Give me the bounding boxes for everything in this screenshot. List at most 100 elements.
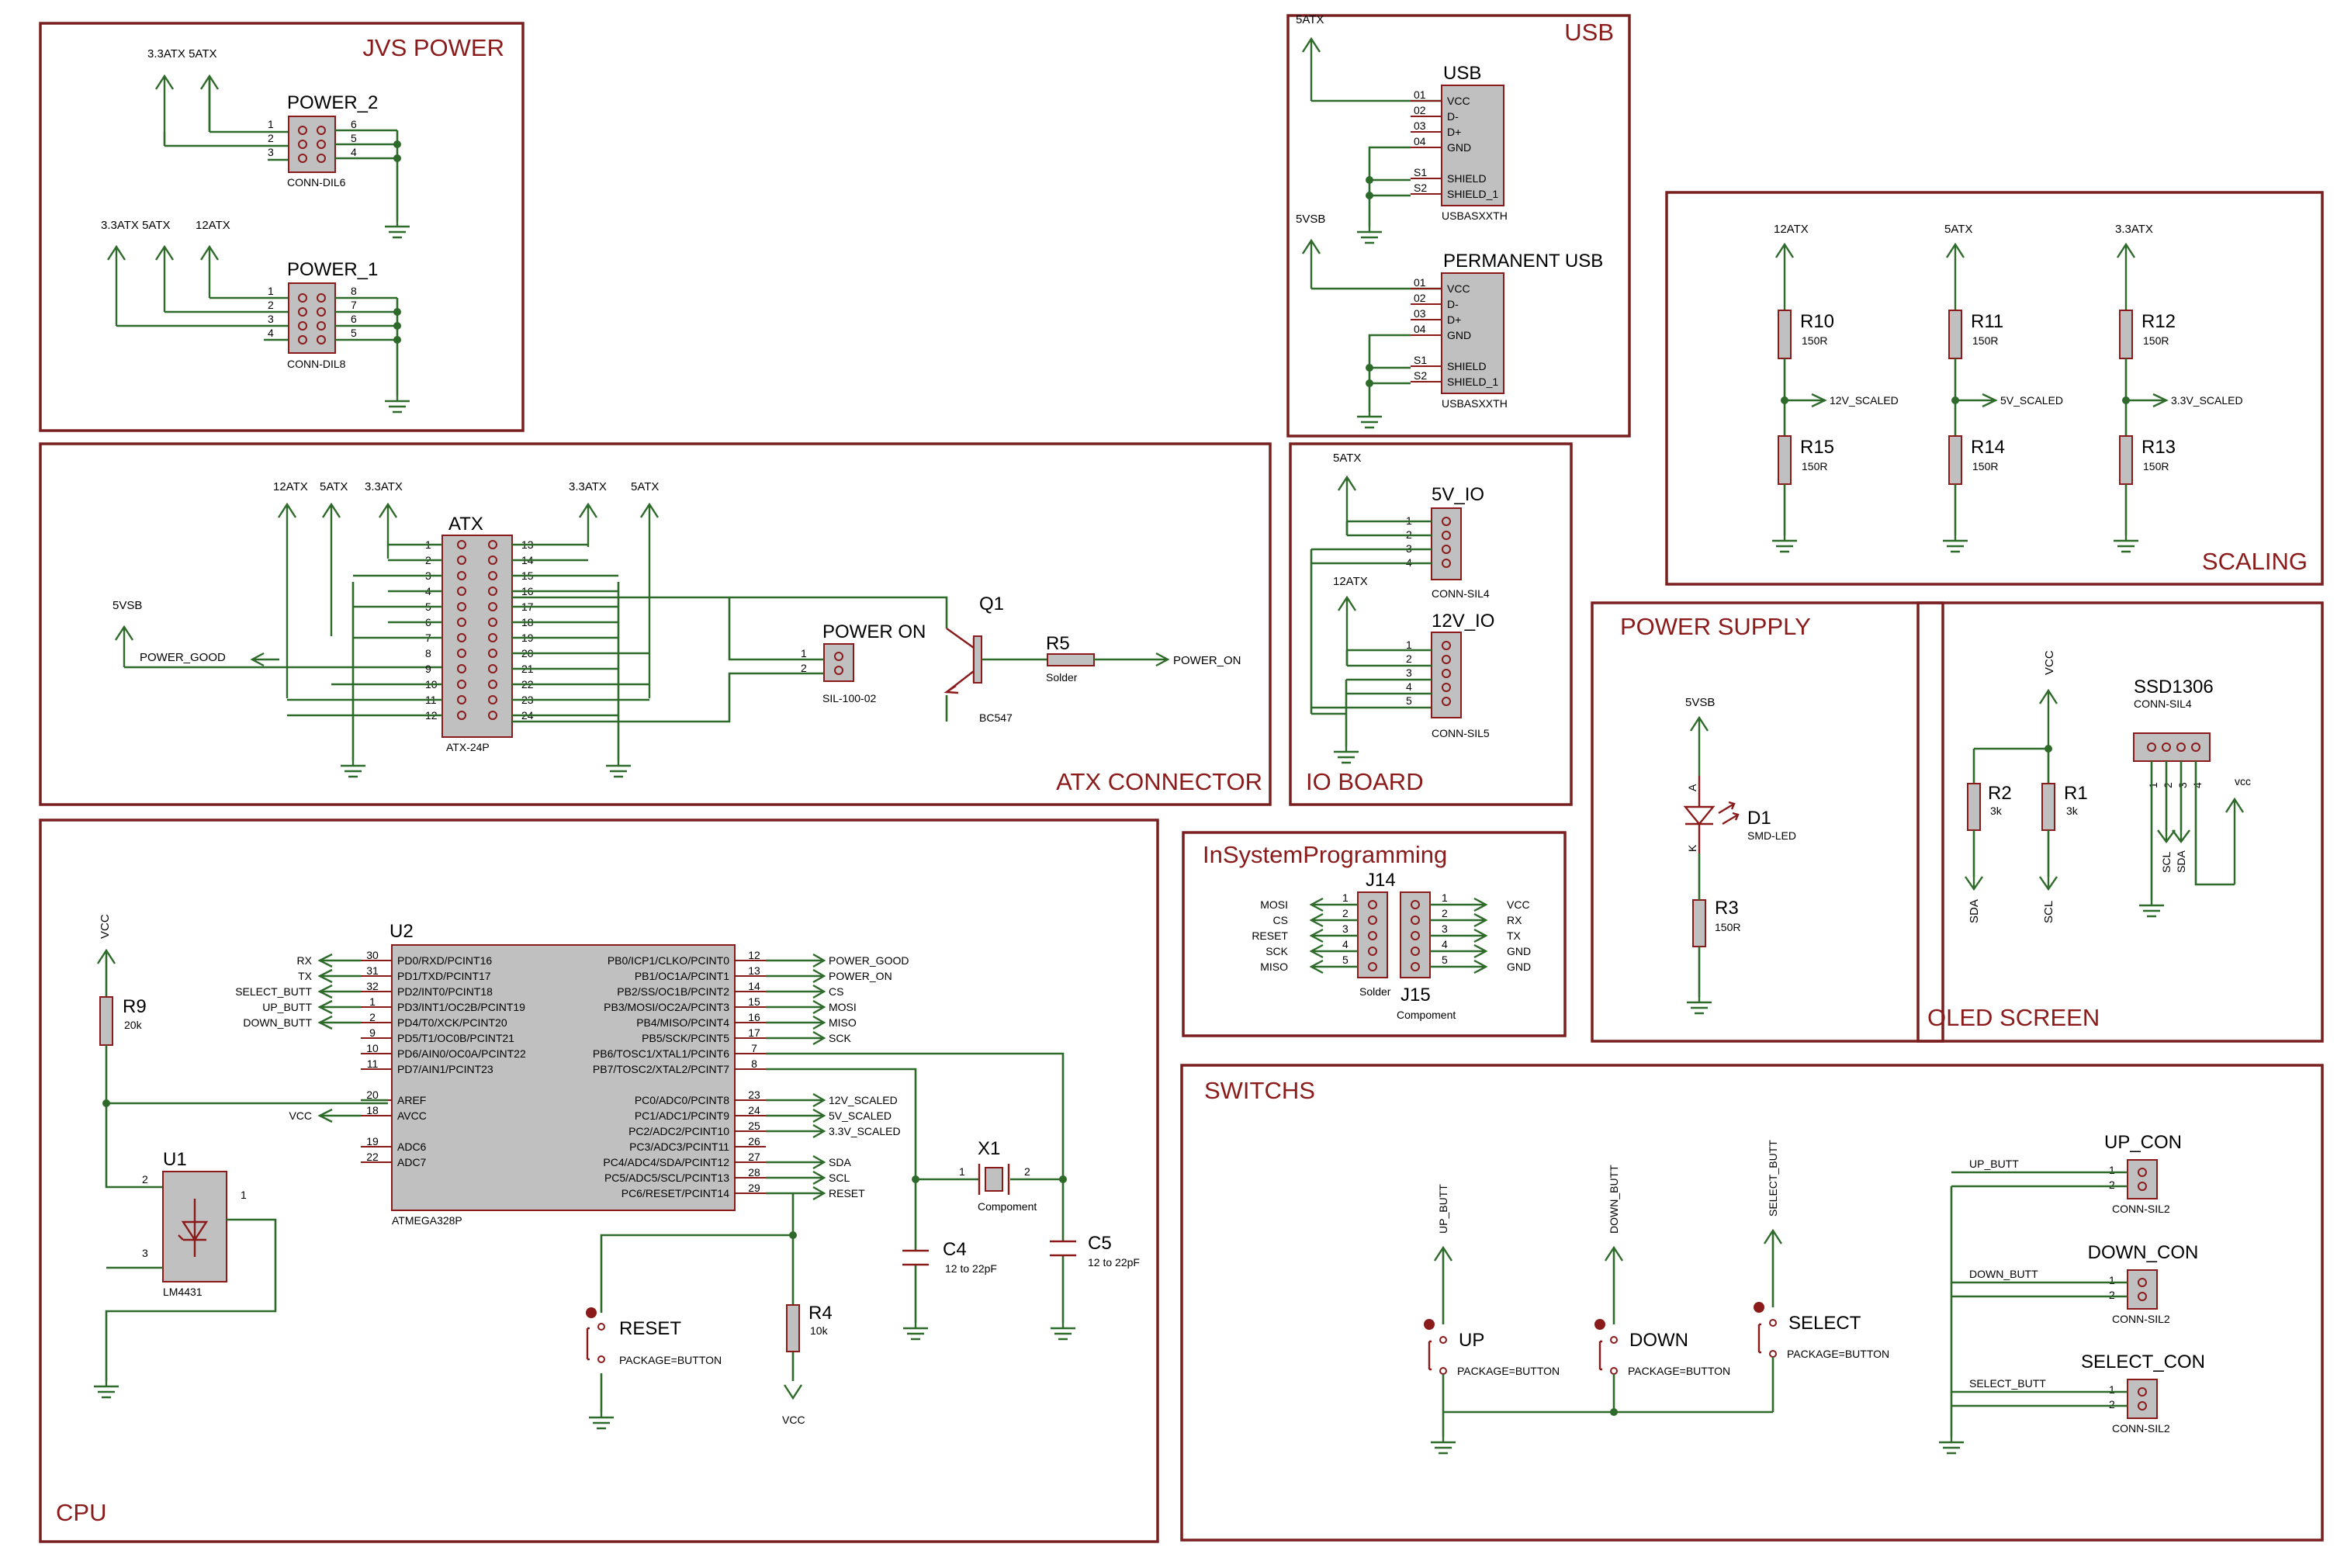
io5-connector — [1431, 507, 1462, 580]
pin-number: 04 — [1414, 323, 1426, 335]
button-ref: SELECT — [1788, 1313, 1861, 1334]
junction — [789, 1231, 797, 1239]
pin-number: 03 — [1414, 119, 1426, 132]
power-rail-arrow — [277, 502, 297, 698]
pin-name: PB6/TOSC1/XTAL1/PCINT6 — [593, 1047, 729, 1060]
net-arrow — [317, 1015, 333, 1030]
section-title-scaling: SCALING — [2202, 548, 2308, 575]
isp-net-label: MOSI — [1260, 898, 1288, 911]
junction — [1610, 1408, 1618, 1416]
cpu-net-label: SDA — [829, 1156, 851, 1168]
switch-contact — [1769, 1319, 1777, 1327]
net-arrow — [812, 1015, 826, 1030]
resistor — [2119, 310, 2133, 359]
pin-hole — [457, 540, 466, 549]
ground-symbol — [1357, 227, 1382, 244]
pin-hole — [488, 540, 497, 549]
wire — [766, 1052, 1065, 1181]
wire — [163, 76, 289, 161]
pin-number: 2 — [369, 1011, 376, 1023]
pin-hole — [2162, 742, 2171, 752]
pin-hole — [1442, 641, 1451, 650]
oled-pin-net: SDA — [2175, 850, 2187, 873]
switch-contact — [1424, 1319, 1435, 1330]
power1-type: CONN-DIL8 — [287, 358, 346, 370]
r1-ref: R1 — [2064, 783, 2088, 804]
pin-name: PD5/T1/OC0B/PCINT21 — [397, 1032, 514, 1044]
q1-type: BC547 — [979, 711, 1013, 724]
r3-ref: R3 — [1715, 898, 1739, 919]
pin-name: PD7/AIN1/PCINT23 — [397, 1063, 493, 1075]
x1-plates — [978, 1164, 1010, 1195]
usb1-connector — [1441, 85, 1504, 206]
net-arrow — [1309, 897, 1324, 912]
ground-symbol — [1939, 1437, 1964, 1455]
wire — [600, 1193, 795, 1412]
pin-name: PD3/INT1/OC2B/PCINT19 — [397, 1001, 525, 1013]
zener-icon — [178, 1199, 209, 1257]
con-net-label: SELECT_BUTT — [1969, 1377, 2046, 1390]
pin-number: 1 — [2109, 1274, 2115, 1286]
net-arrow — [1473, 943, 1488, 959]
power-rail-arrow — [1689, 715, 1709, 776]
switch-contact — [1594, 1319, 1605, 1330]
cpu-net-label: UP_BUTT — [262, 1001, 312, 1013]
net-arrow — [1473, 928, 1488, 943]
anode-label: A — [1686, 784, 1698, 791]
pin-number: 24 — [748, 1104, 760, 1116]
net-arrow — [1473, 912, 1488, 928]
isp-net-label: TX — [1507, 929, 1522, 942]
net-arrow — [812, 1123, 826, 1139]
frame-jvs-power — [39, 22, 525, 432]
pin-hole — [1368, 900, 1377, 909]
wire — [1311, 649, 1432, 746]
ground-symbol — [2139, 900, 2164, 918]
pin-name: PC5/ADC5/SCL/PCINT13 — [604, 1172, 729, 1184]
power-on-connector-ref: POWER ON — [822, 621, 926, 642]
pin-name: PC6/RESET/PCINT14 — [621, 1187, 729, 1199]
psu-rail-label: 5VSB — [1685, 696, 1715, 709]
net-arrow — [2157, 829, 2176, 844]
r2-ref: R2 — [1988, 783, 2012, 804]
wire — [105, 1218, 277, 1381]
resistor-value: 150R — [1972, 460, 1998, 472]
con-type: CONN-SIL2 — [2112, 1422, 2170, 1435]
pin-hole — [2147, 742, 2156, 752]
d1-led — [1683, 776, 1716, 853]
power-rail-arrow — [639, 502, 660, 698]
x1-value: Compoment — [978, 1200, 1037, 1213]
pin-name: PB0/ICP1/CLKO/PCINT0 — [608, 954, 729, 967]
pin-name: D- — [1447, 298, 1459, 310]
pin-hole — [2138, 1182, 2147, 1191]
net-arrow — [812, 953, 826, 968]
pin-number: 1 — [2109, 1383, 2115, 1396]
ground-symbol — [1687, 997, 1712, 1015]
atx-rail-label: 12ATX — [273, 480, 308, 493]
pin-number: 13 — [748, 964, 760, 977]
pin-number: 1 — [369, 995, 376, 1008]
pin-name: PB7/TOSC2/XTAL2/PCINT7 — [593, 1063, 729, 1075]
section-title-atx-connector: ATX CONNECTOR — [1056, 768, 1262, 795]
pin-number: 4 — [1406, 680, 1412, 693]
junction — [1951, 396, 1959, 404]
scaling-group: 12ATXR10150R12V_SCALEDR15150R5ATXR11150R… — [1772, 223, 2243, 553]
pin-hole — [2138, 1292, 2147, 1301]
pin-hole — [457, 695, 466, 704]
pin-hole — [1442, 517, 1451, 526]
isp-net-label: RESET — [1252, 929, 1288, 942]
cpu-net-label: POWER_GOOD — [829, 954, 909, 967]
pin-number: 3 — [268, 146, 274, 158]
pin-number: 6 — [351, 313, 357, 325]
power-rail-arrow — [1763, 1228, 1783, 1244]
section-title-cpu: CPU — [56, 1499, 106, 1526]
io5-type: CONN-SIL4 — [1432, 587, 1490, 600]
pin-hole — [488, 556, 497, 565]
net-arrow — [1148, 652, 1170, 667]
power-rail-arrow — [1604, 1245, 1624, 1262]
pin-hole — [457, 711, 466, 720]
capacitor-plates — [902, 1240, 1076, 1266]
r9-resistor — [99, 996, 113, 1046]
